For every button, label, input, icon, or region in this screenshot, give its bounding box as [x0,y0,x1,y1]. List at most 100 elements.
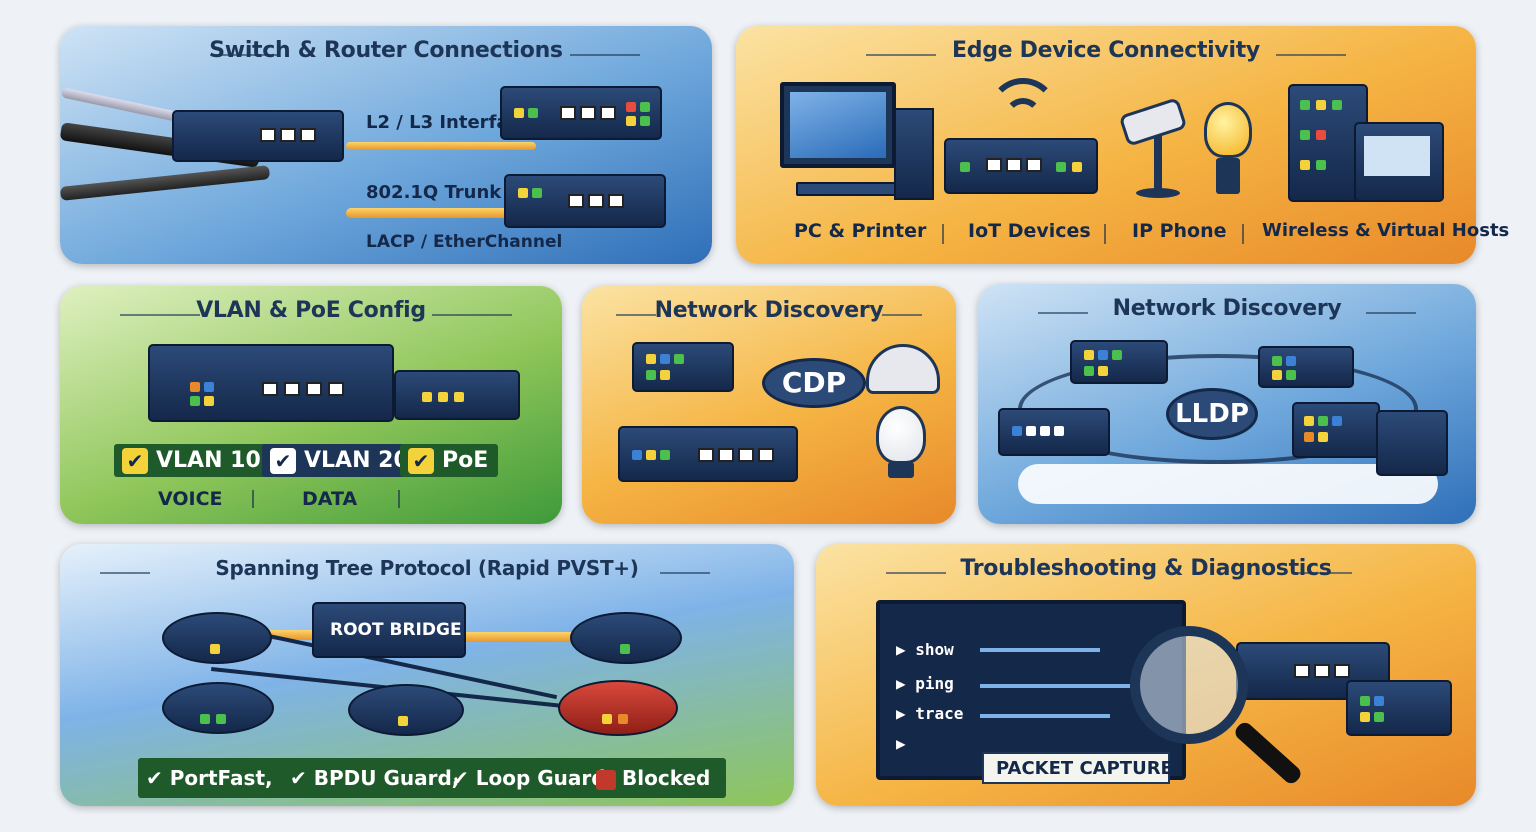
cable-icon [346,142,536,150]
title-rule-right [432,314,512,316]
led [438,392,448,402]
led [1374,712,1384,722]
led [518,188,528,198]
led [1272,356,1282,366]
trunk-label: 802.1Q Trunk [366,182,502,203]
panel-title: Troubleshooting & Diagnostics [960,556,1332,581]
led [674,354,684,364]
led [620,644,630,654]
port [608,194,624,208]
output-line [980,648,1100,652]
led [660,354,670,364]
separator [1104,224,1106,244]
switch-icon [1258,346,1354,388]
poe-chip: ✔ PoE [400,444,499,477]
packet-capture-tag: PACKET CAPTURE [982,752,1173,784]
switch-icon [1346,680,1452,736]
cable-icon [59,165,271,201]
led [646,370,656,380]
edge-label-hosts: Wireless & Virtual Hosts [1262,220,1510,241]
led [528,108,538,118]
root-bridge-label: ROOT BRIDGE [330,620,462,640]
check-icon: ✔ [270,448,296,474]
led [1332,100,1342,110]
led [210,644,220,654]
blocked-node [558,680,678,736]
led [640,102,650,112]
led [1056,162,1066,172]
switch-icon [632,342,734,392]
led [1026,426,1036,436]
bulb-icon [876,406,926,464]
port [718,448,734,462]
check-icon: ✔ [122,448,148,474]
led [532,188,542,198]
led [204,382,214,392]
check-icon: ✔ [408,448,434,474]
led [660,450,670,460]
led [1072,162,1082,172]
feature-label: PortFast, [169,766,273,790]
feature-label: BPDU Guard, [313,766,460,790]
port [280,128,296,142]
edge-label-pc: PC & Printer [794,220,927,242]
cmd-ping: ▶ ping [896,674,954,693]
router-icon [500,86,662,140]
cloud-icon [1018,464,1438,504]
cmd-show: ▶ show [896,640,954,659]
led [190,396,200,406]
led [1040,426,1050,436]
port [1334,664,1350,678]
panel-edge-devices: Edge Device Connectivity PC & Printer Io… [736,26,1509,264]
led [1286,370,1296,380]
led [1012,426,1022,436]
switch-icon [618,426,798,482]
port [986,158,1002,172]
panel-switch-router: Switch & Router Connections L2 / L3 Inte… [59,26,712,264]
output-line [980,684,1130,688]
panel-title: VLAN & PoE Config [196,298,426,323]
led [216,714,226,724]
cmd-label: show [915,640,954,659]
bulb-icon [1204,102,1252,158]
panel-title: Network Discovery [1112,296,1342,321]
led [646,450,656,460]
title-rule-left [210,54,280,56]
led [646,354,656,364]
panel-title: Spanning Tree Protocol (Rapid PVST+) [215,556,639,580]
led [1316,100,1326,110]
port [262,382,278,396]
panel-title: Network Discovery [654,298,884,323]
led [454,392,464,402]
led [1374,696,1384,706]
port [568,194,584,208]
separator [1242,224,1244,244]
title-rule-right [1366,312,1416,314]
led [1098,350,1108,360]
magnifier-handle [1232,719,1304,787]
cmd-label: ping [915,674,954,693]
switch-icon [504,174,666,228]
led [626,102,636,112]
led [960,162,970,172]
port [600,106,616,120]
camera-icon [866,344,940,394]
title-rule-right [1276,54,1346,56]
panel-vlan-poe: VLAN & PoE Config ✔ VLAN 10 ✔ VLAN 20 ✔ … [60,286,562,524]
led [1272,370,1282,380]
title-rule-left [1038,312,1088,314]
led [1084,366,1094,376]
switch-icon [172,110,344,162]
led [1318,416,1328,426]
panel-discovery-lldp: Network Discovery LLDP [978,284,1476,524]
feature-bar [138,758,726,798]
edge-label-iot: IoT Devices [968,220,1091,242]
server-icon [1376,410,1448,476]
feature-portfast: ✔ PortFast, [146,766,273,790]
panel-troubleshooting: Troubleshooting & Diagnostics ▶ show ▶ p… [816,544,1476,806]
panel-discovery-cdp: Network Discovery CDP [582,286,956,524]
cdp-bubble: CDP [762,358,866,408]
led [1304,416,1314,426]
port [1294,664,1310,678]
title-rule-left [616,314,656,316]
